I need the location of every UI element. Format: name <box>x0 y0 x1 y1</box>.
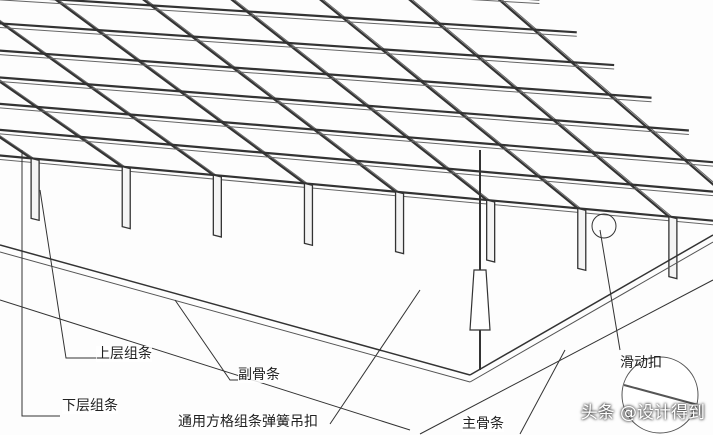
spring-hanger <box>469 269 491 331</box>
grid-rail-edge <box>0 0 577 37</box>
leader-line <box>519 349 566 435</box>
grid-rail <box>54 0 306 185</box>
grid-rail-edge <box>0 79 127 169</box>
grid-rail-edge <box>501 0 713 183</box>
grid-rail <box>0 76 689 132</box>
leader-line <box>21 150 60 417</box>
grid-fin <box>30 157 40 222</box>
grid-rail <box>0 154 713 222</box>
grid-fin <box>121 165 131 230</box>
leader-line <box>174 299 238 381</box>
label-secondary-keel: 副骨条 <box>238 367 280 383</box>
leader-line <box>599 229 621 351</box>
main-keel <box>0 244 471 376</box>
grid-rail-edge <box>0 133 713 197</box>
grid-fin <box>486 199 496 263</box>
leader-line <box>329 289 421 425</box>
main-keel <box>469 234 713 376</box>
grid-rail-edge <box>411 0 674 219</box>
watermark: 头条 @设计得到 <box>580 403 705 423</box>
grid-rail-edge <box>322 0 583 210</box>
label-spring-hanger: 通用方格组条弹簧吊扣 <box>178 414 318 430</box>
label-lower-strip: 下层组条 <box>62 398 118 414</box>
grid-fin <box>303 182 314 247</box>
grid-rail <box>497 0 713 186</box>
main-keel-edge <box>469 241 713 383</box>
grid-rail <box>230 0 488 201</box>
grid-rail-edge <box>0 19 218 177</box>
grid-rail <box>142 0 397 193</box>
grid-rail-edge <box>145 0 400 194</box>
grid-rail-edge <box>58 0 309 185</box>
grid-rail <box>408 0 670 218</box>
grid-fin <box>668 215 678 280</box>
grid-rail <box>0 20 214 176</box>
grid-rail <box>319 0 579 210</box>
grid-rail-edge <box>234 0 491 202</box>
grid-rail <box>48 0 577 34</box>
leader-line <box>39 189 96 359</box>
grid-rail <box>0 49 652 99</box>
grid-rail-edge <box>0 158 713 226</box>
secondary-keel <box>419 279 713 435</box>
grid-rail-edge <box>0 54 652 103</box>
label-sliding-clip: 滑动扣 <box>620 355 662 371</box>
grid-rail <box>0 102 713 164</box>
grid-fin <box>577 207 587 272</box>
grid-rail-edge <box>0 107 713 167</box>
grid-rail <box>0 128 713 193</box>
grid-rail <box>0 80 123 168</box>
label-upper-strip: 上层组条 <box>96 346 152 362</box>
secondary-keel <box>0 299 411 431</box>
grid-rail <box>0 22 615 67</box>
grid-rail-edge <box>0 80 689 136</box>
main-keel-edge <box>0 251 471 383</box>
grid-rail-edge <box>0 26 615 70</box>
grid-fin <box>212 174 222 238</box>
label-main-keel: 主骨条 <box>462 416 504 432</box>
detail-circle <box>591 213 617 239</box>
grid-fin <box>394 190 405 255</box>
sliding-clip-rail <box>623 384 699 406</box>
